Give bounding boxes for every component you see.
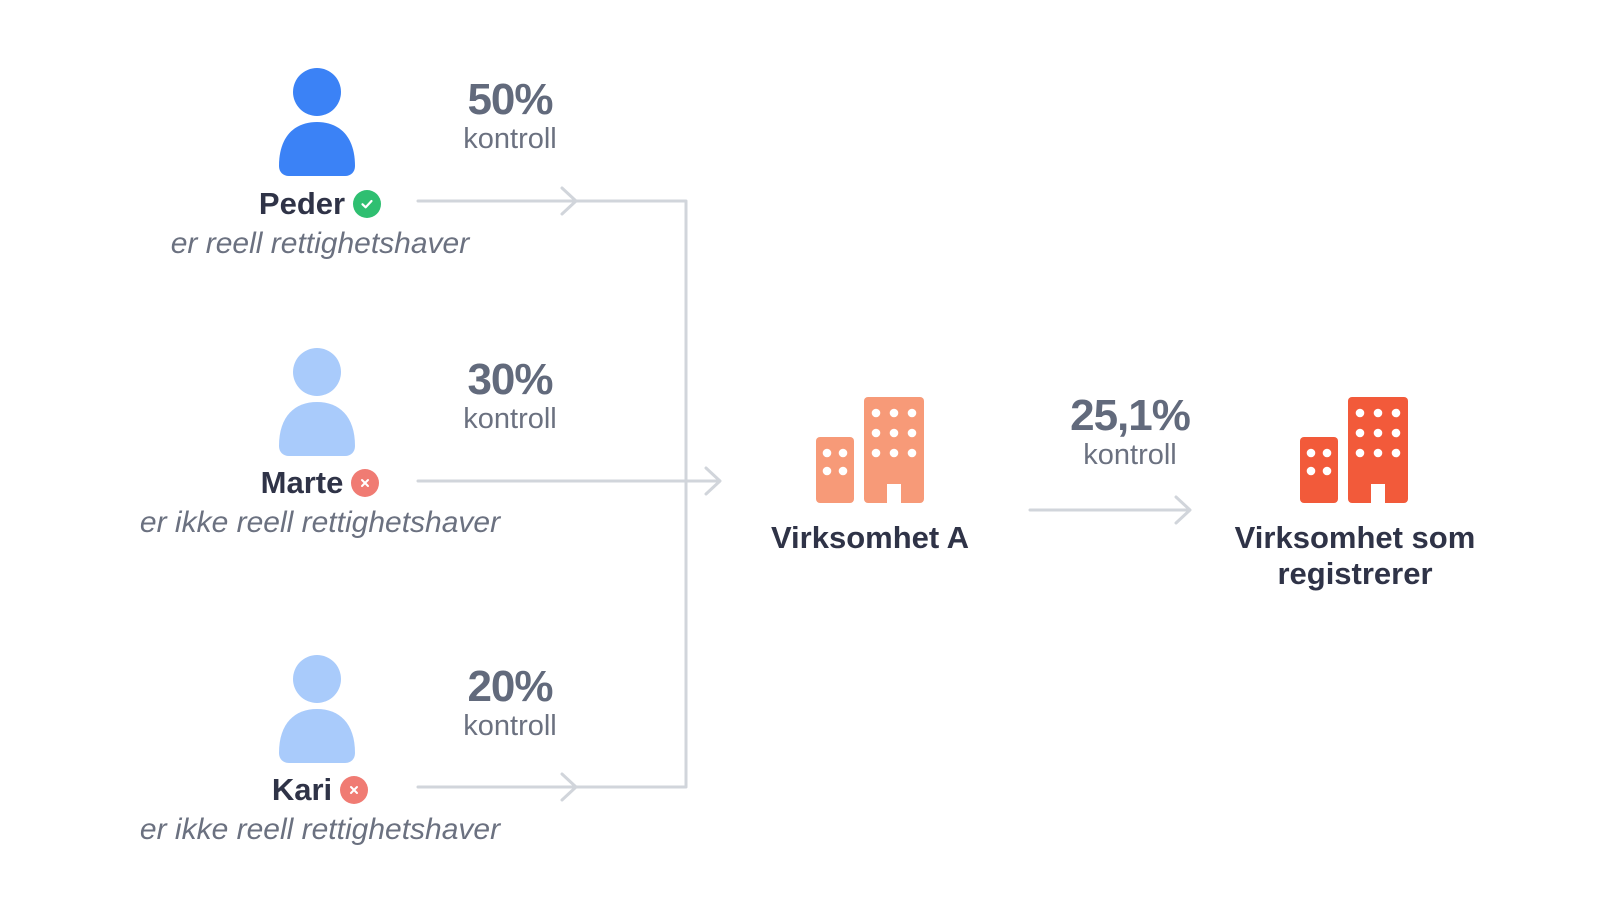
person-name-row: Marte (160, 463, 480, 503)
control-label: kontroll (1083, 439, 1177, 471)
person-role: er ikke reell rettighetshaver (139, 506, 501, 539)
control-percent: 25,1% (1070, 391, 1191, 440)
person-role: er reell rettighetshaver (170, 227, 470, 260)
arrowhead-marte (704, 466, 722, 496)
person-icon (279, 348, 355, 458)
person-role: er ikke reell rettighetshaver (139, 813, 501, 846)
person-name: Marte (260, 465, 344, 500)
control-percent: 30% (467, 355, 553, 404)
building-icon (1300, 397, 1410, 507)
check-icon (353, 190, 382, 218)
control-label: kontroll (463, 123, 557, 155)
person-name-row: Peder (160, 184, 480, 224)
person-name: Peder (258, 186, 346, 221)
control-label: kontroll (463, 403, 557, 435)
person-name: Kari (271, 772, 333, 807)
person-icon (279, 68, 355, 178)
connector-peder (416, 199, 688, 789)
arrowhead-company-a (1174, 495, 1192, 525)
control-percent: 20% (467, 662, 553, 711)
company-a-name: Virksomhet A (770, 520, 970, 555)
arrowhead-kari (560, 772, 578, 802)
company-registering-name: Virksomhet som registrerer (1234, 520, 1476, 591)
cross-icon (351, 469, 380, 497)
cross-icon (340, 776, 369, 804)
arrowhead-peder (560, 186, 578, 216)
building-icon (816, 397, 926, 507)
person-name-row: Kari (160, 770, 480, 810)
person-icon (279, 655, 355, 765)
control-percent: 50% (467, 75, 553, 124)
control-label: kontroll (463, 710, 557, 742)
